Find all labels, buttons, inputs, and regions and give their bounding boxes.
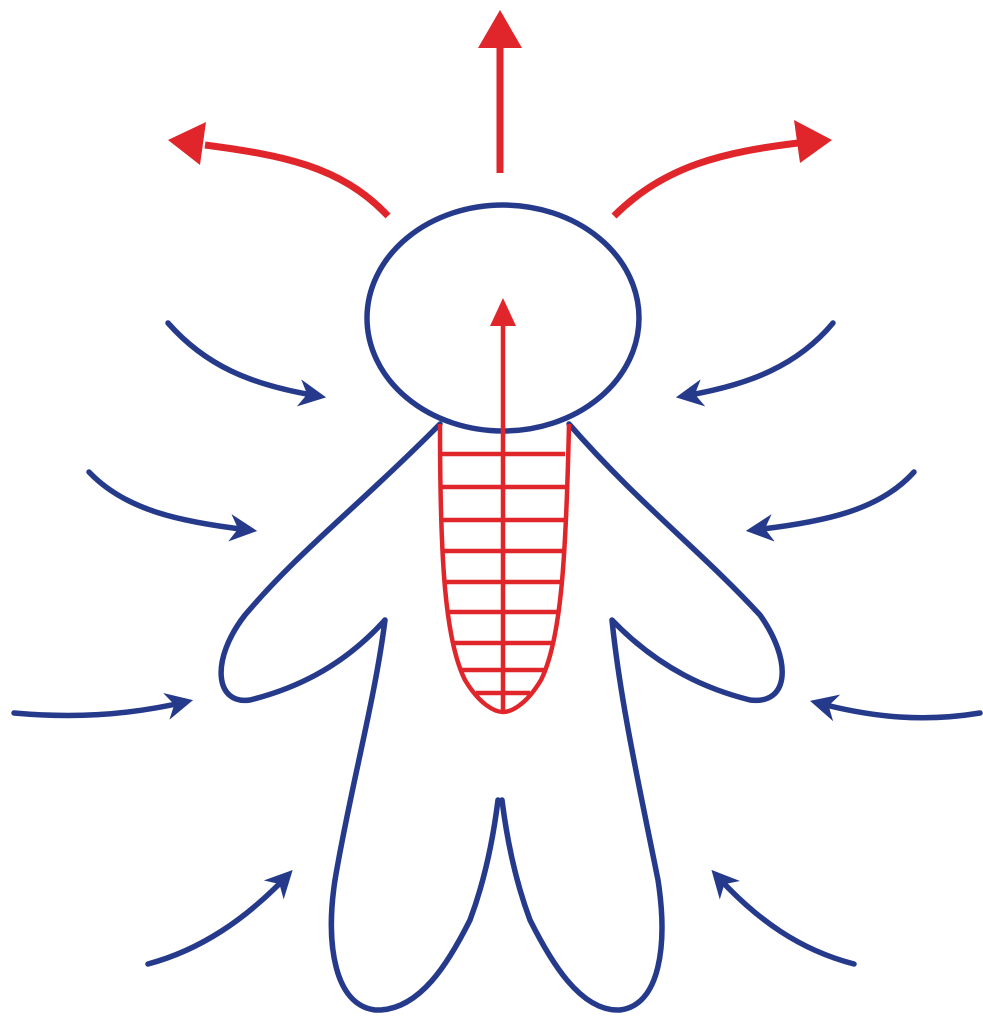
arrow-in-icon	[168, 323, 318, 396]
outgoing-arrows	[168, 10, 832, 216]
body-outline-right	[502, 424, 782, 1010]
arrow-in-icon	[754, 472, 914, 530]
arrow-out-icon	[205, 145, 388, 216]
arrow-out-top-head	[478, 10, 522, 48]
arrow-out-right-head	[794, 120, 832, 163]
arrow-out-icon	[614, 143, 798, 216]
arrow-in-icon	[89, 472, 249, 530]
arrow-in-icon	[148, 876, 287, 964]
spine-column	[440, 298, 569, 712]
arrow-in-icon	[14, 702, 185, 715]
arrow-in-icon	[717, 876, 854, 964]
spine-center-arrow-head	[490, 298, 516, 326]
arrow-out-left-head	[168, 122, 206, 165]
body-outline-left	[221, 424, 498, 1010]
arrow-in-icon	[684, 323, 833, 396]
arrow-in-icon	[818, 703, 980, 718]
